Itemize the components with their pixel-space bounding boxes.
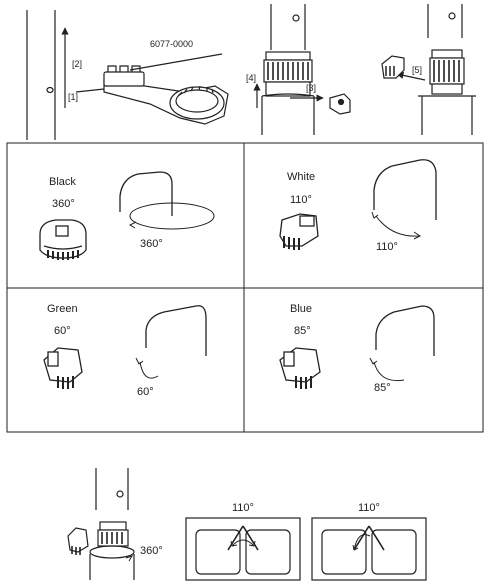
blue-faucet-spout-icon — [375, 305, 435, 356]
black-clip-angle: 360° — [52, 198, 75, 210]
white-rotation-arrow-icon — [375, 215, 421, 237]
sink-left — [185, 517, 301, 581]
blue-clip-panel — [279, 305, 435, 389]
clip-insertion-step-5 — [381, 4, 476, 135]
green-clip-angle: 60° — [54, 325, 71, 337]
white-clip-icon — [279, 213, 319, 250]
blue-clip-icon — [279, 347, 321, 389]
blue-clip-title: Blue — [290, 303, 313, 315]
sink-right — [311, 517, 427, 581]
green-rotation-label: 60° — [137, 386, 154, 398]
black-rotation-arrow-icon — [129, 202, 215, 230]
step-4-label: [4] — [246, 73, 257, 83]
white-clip-panel — [279, 159, 437, 250]
clip-variants-grid — [6, 142, 484, 433]
black-rotation-label: 360° — [140, 238, 163, 250]
bottom-pole-assembly — [67, 468, 135, 580]
black-clip-panel — [39, 171, 215, 260]
faucet-pole-with-wrench — [26, 10, 229, 140]
green-clip-icon — [43, 347, 83, 389]
green-rotation-arrow-icon — [139, 361, 159, 379]
step-1-label: [1] — [68, 92, 79, 102]
sink-right-angle: 110° — [358, 502, 380, 514]
black-faucet-spout-icon — [119, 171, 173, 216]
green-faucet-spout-icon — [145, 305, 207, 356]
sink-left-angle: 110° — [232, 502, 254, 514]
cartridge-assembly-steps-3-4 — [253, 4, 351, 135]
black-clip-title: Black — [49, 176, 76, 188]
white-clip-title: White — [287, 171, 316, 183]
blue-rotation-arrow-icon — [373, 361, 405, 382]
step-3-label: [3] — [306, 83, 317, 93]
part-number-label: 6077-0000 — [150, 39, 194, 49]
blue-rotation-label: 85° — [374, 382, 391, 394]
green-clip-title: Green — [47, 303, 78, 315]
white-clip-angle: 110° — [290, 194, 312, 206]
step-2-label: [2] — [72, 59, 83, 69]
white-faucet-spout-icon — [373, 159, 437, 220]
white-rotation-label: 110° — [376, 241, 398, 253]
green-clip-panel — [43, 305, 207, 389]
bottom-rotation-label: 360° — [140, 545, 163, 557]
black-clip-icon — [39, 219, 87, 260]
step-5-label: [5] — [412, 65, 423, 75]
blue-clip-angle: 85° — [294, 325, 311, 337]
